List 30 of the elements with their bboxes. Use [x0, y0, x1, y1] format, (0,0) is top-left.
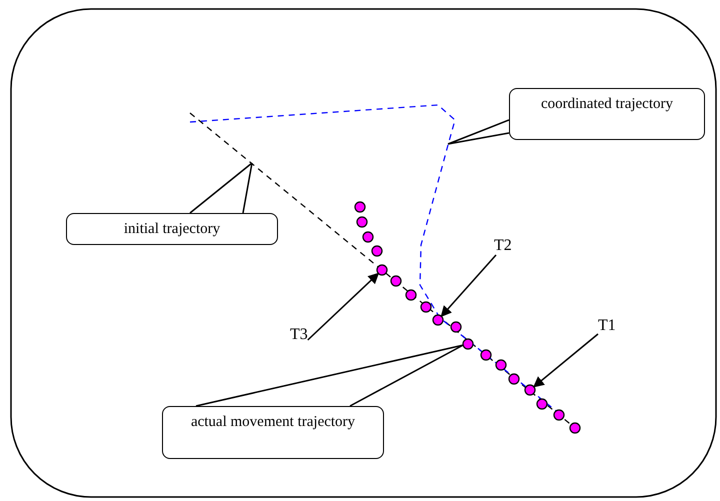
point-label: T3	[290, 326, 308, 344]
callout-box: coordinated trajectory	[509, 88, 705, 140]
point-label: T2	[494, 237, 512, 255]
position-marker	[480, 349, 492, 361]
callout-tail	[447, 119, 510, 145]
position-marker	[376, 264, 388, 276]
position-marker	[450, 321, 462, 333]
callout-tail	[189, 162, 253, 214]
arrow	[533, 333, 598, 388]
position-marker	[524, 384, 536, 396]
position-marker	[356, 216, 368, 228]
position-marker	[495, 359, 507, 371]
position-marker	[405, 289, 417, 301]
position-marker	[362, 231, 374, 243]
position-marker	[432, 314, 444, 326]
point-label: T1	[598, 317, 616, 335]
position-marker	[569, 422, 581, 434]
position-marker	[462, 338, 474, 350]
position-marker	[536, 398, 548, 410]
arrow	[307, 272, 380, 341]
position-marker	[390, 275, 402, 287]
position-marker	[371, 245, 383, 257]
position-marker	[354, 201, 366, 213]
position-marker	[420, 301, 432, 313]
arrow	[440, 254, 497, 318]
position-marker	[553, 409, 565, 421]
callout-tail	[195, 344, 464, 407]
callout-box: actual movement trajectory	[162, 406, 384, 459]
position-marker	[508, 373, 520, 385]
callout-box: initial trajectory	[66, 213, 278, 245]
